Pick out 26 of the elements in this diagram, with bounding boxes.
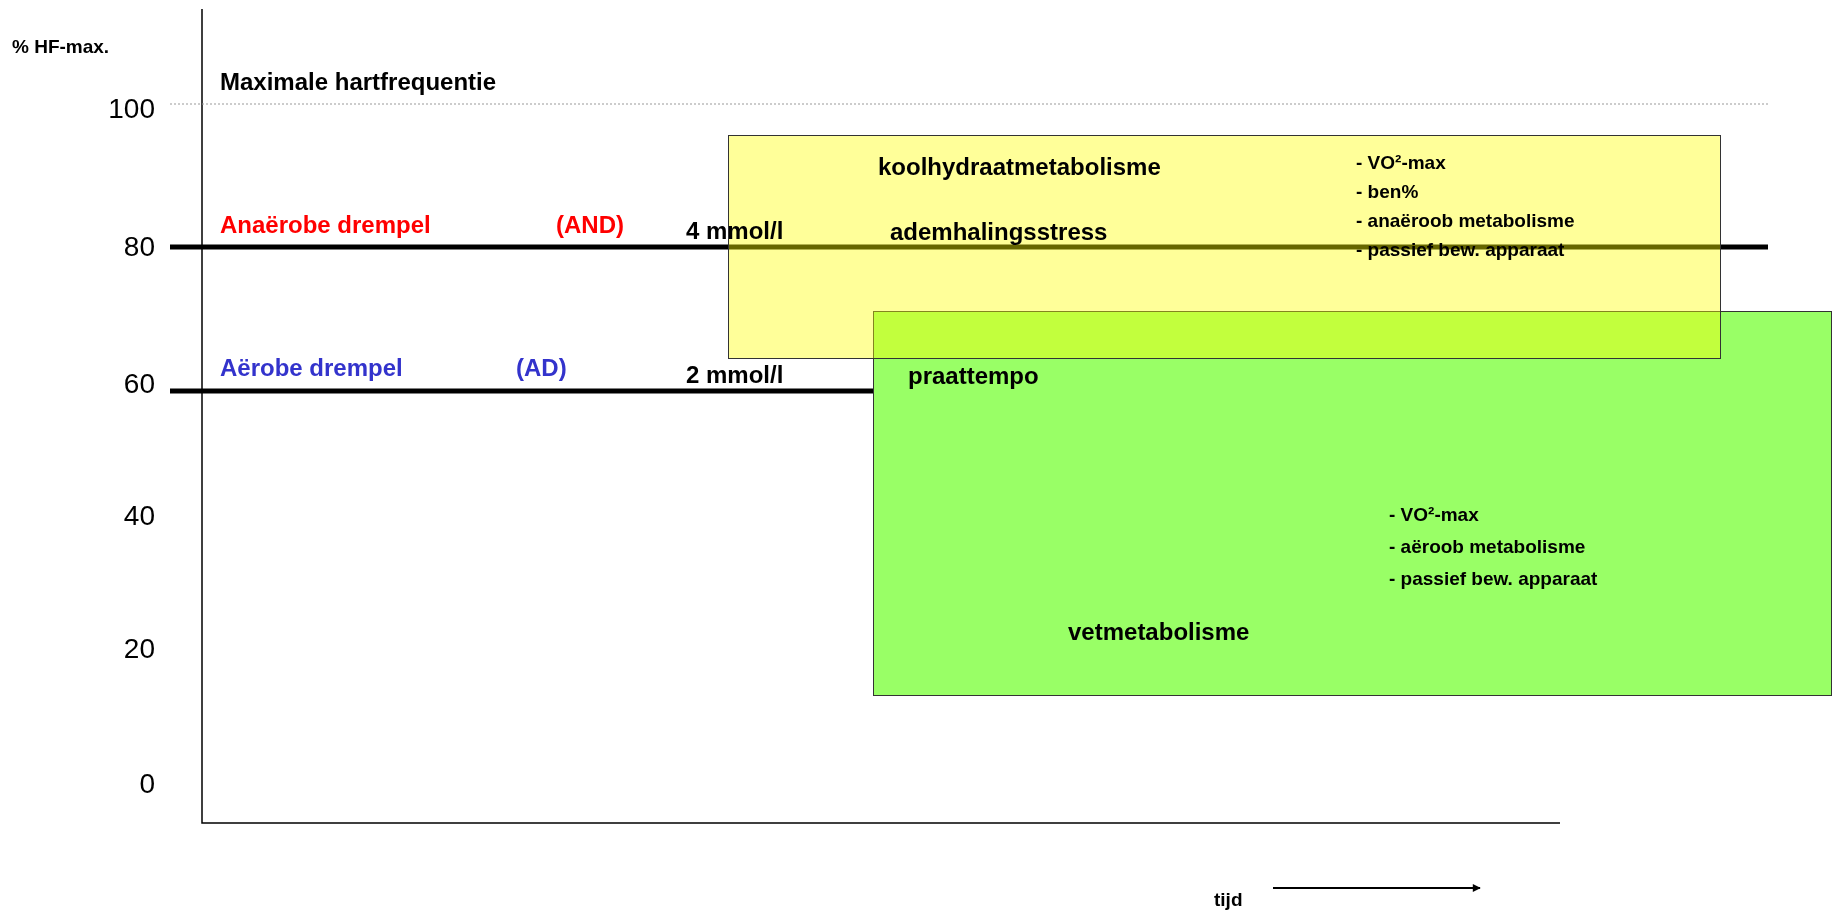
axis-title: % HF-max.	[12, 36, 110, 58]
threshold-abbreviation: (AD)	[516, 354, 567, 382]
zone-label: praattempo	[908, 362, 1039, 390]
tick-label: 60	[123, 368, 155, 400]
list-item: - passief bew. apparaat	[1389, 568, 1598, 590]
list-item: - VO²-max	[1389, 504, 1479, 526]
tick-label: 0	[139, 768, 155, 800]
tick-label: 40	[123, 500, 155, 532]
zone-label: koolhydraatmetabolisme	[878, 153, 1161, 181]
threshold-label: Aërobe drempel	[220, 354, 403, 382]
list-item: - anaëroob metabolisme	[1356, 210, 1575, 232]
tick-label: 20	[123, 633, 155, 665]
list-item: - aëroob metabolisme	[1389, 536, 1586, 558]
axis-title: tijd	[1214, 889, 1243, 911]
list-item: - passief bew. apparaat	[1356, 239, 1565, 261]
lactate-label: 2 mmol/l	[686, 361, 784, 389]
list-item: - VO²-max	[1356, 152, 1446, 174]
tick-label: 80	[123, 231, 155, 263]
line-label: Maximale hartfrequentie	[220, 68, 497, 96]
tick-label: 100	[108, 93, 155, 125]
list-item: - ben%	[1356, 181, 1419, 203]
zone-label: ademhalingsstress	[890, 218, 1108, 246]
threshold-label: Anaërobe drempel	[220, 211, 431, 239]
threshold-abbreviation: (AND)	[556, 211, 624, 239]
fat-zone-box	[873, 311, 1832, 696]
zone-label: vetmetabolisme	[1068, 618, 1250, 646]
